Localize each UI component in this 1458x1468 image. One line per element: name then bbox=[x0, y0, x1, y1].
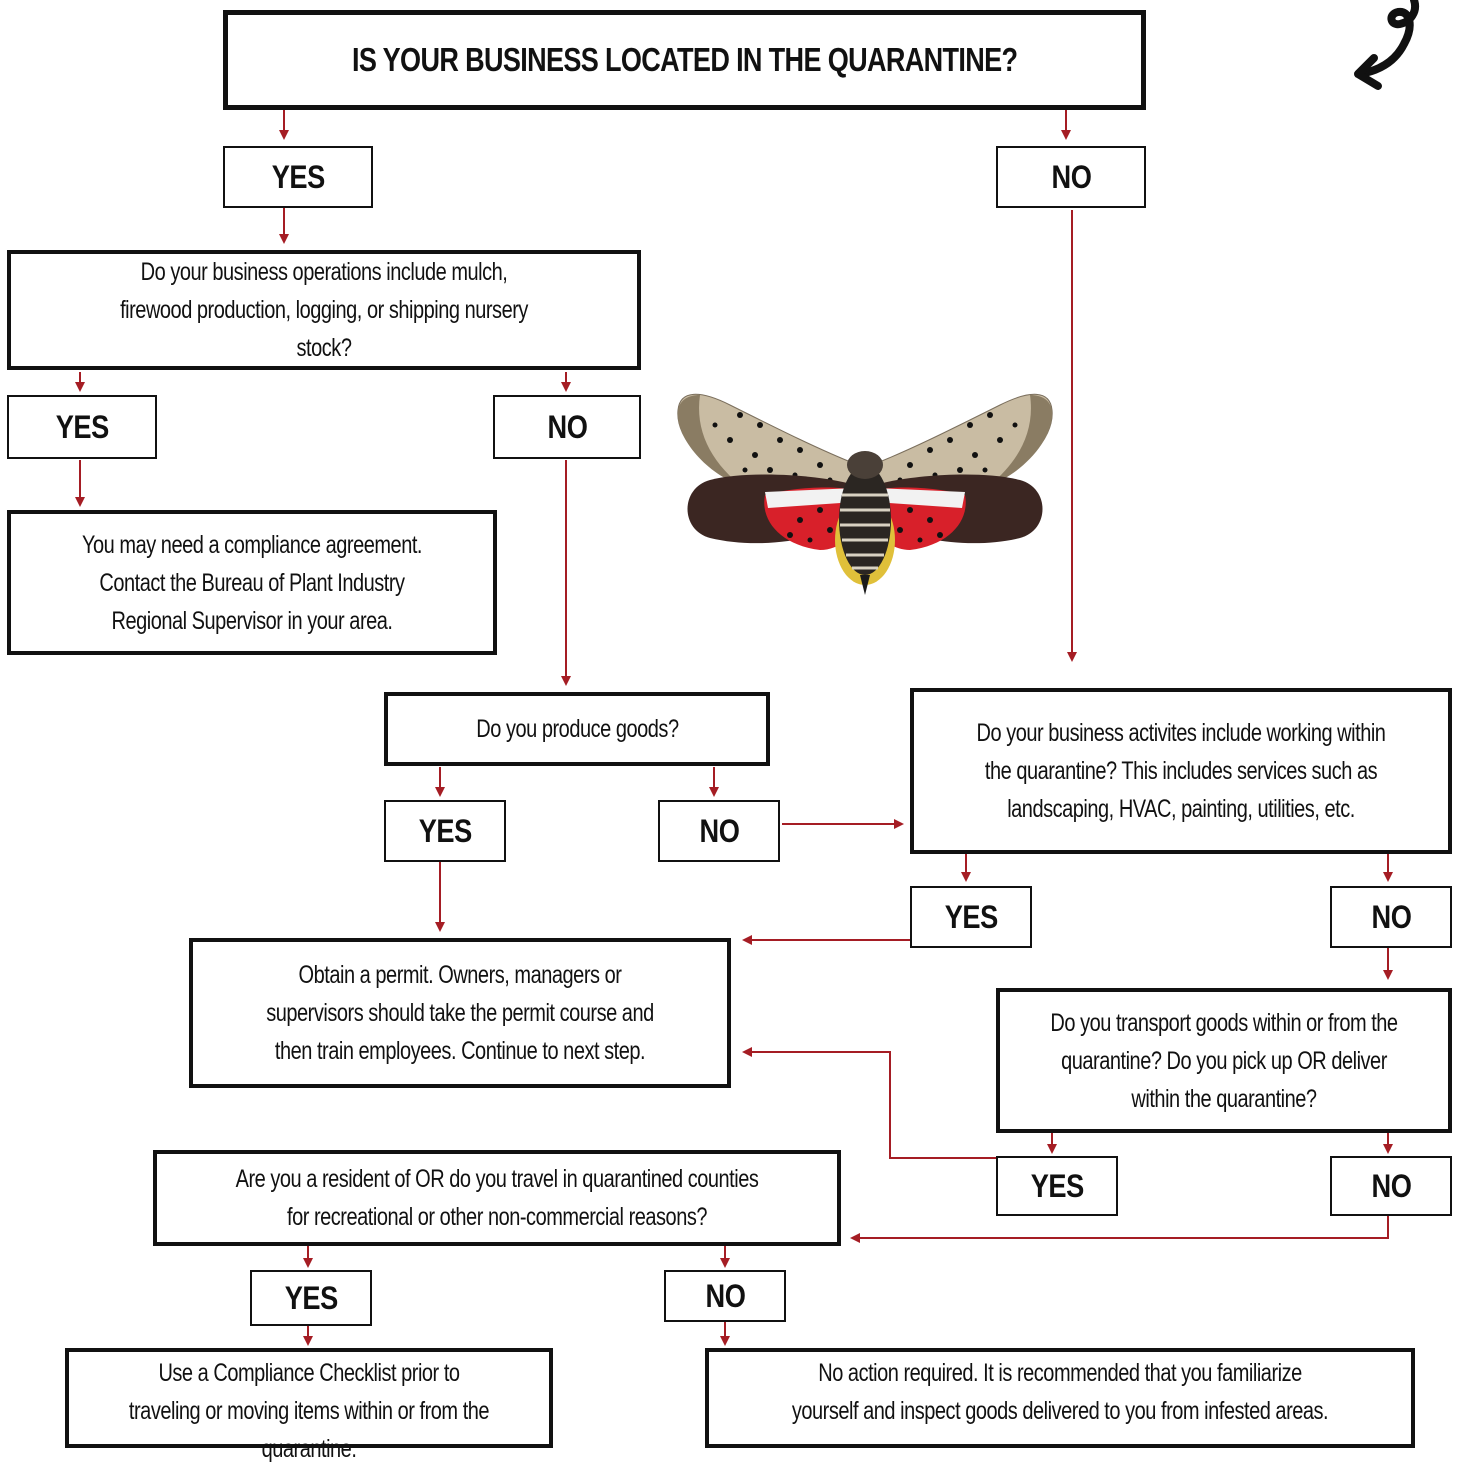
flow-connectors bbox=[75, 110, 1393, 1346]
no-box-1: NO bbox=[996, 146, 1146, 208]
no-box-3: NO bbox=[658, 800, 780, 862]
no-box-4: NO bbox=[1330, 886, 1452, 948]
produce-goods-box: Do you produce goods? bbox=[384, 692, 770, 766]
arrow-no-resident bbox=[850, 1216, 1389, 1243]
checklist-text: Use a Compliance Checklist prior to trav… bbox=[128, 1359, 490, 1463]
no-box-6: NO bbox=[664, 1270, 786, 1322]
yes-box-5: YES bbox=[996, 1156, 1118, 1216]
no-box-2: NO bbox=[493, 395, 641, 459]
no-action-text: No action required. It is recommended th… bbox=[791, 1359, 1329, 1425]
yes-box-2: YES bbox=[7, 395, 157, 459]
transport-question-box: Do you transport goods within or from th… bbox=[996, 988, 1452, 1133]
yes-box-3: YES bbox=[384, 800, 506, 862]
produce-goods-text: Do you produce goods? bbox=[475, 715, 679, 743]
activities-question-box: Do your business activites include worki… bbox=[910, 688, 1452, 854]
operations-question-text: Do your business operations include mulc… bbox=[120, 258, 528, 362]
yes-box-4: YES bbox=[910, 886, 1032, 948]
yes-box-1: YES bbox=[223, 146, 373, 208]
compliance-agreement-box: You may need a compliance agreement. Con… bbox=[7, 510, 497, 655]
checklist-box: Use a Compliance Checklist prior to trav… bbox=[65, 1348, 553, 1463]
curled-arrow-icon bbox=[1354, 0, 1419, 90]
yes-box-6: YES bbox=[250, 1270, 372, 1326]
permit-text: Obtain a permit. Owners, managers or sup… bbox=[266, 961, 654, 1065]
no-action-box: No action required. It is recommended th… bbox=[705, 1348, 1415, 1448]
arrow-transport-yes-permit bbox=[742, 1047, 996, 1159]
permit-box: Obtain a permit. Owners, managers or sup… bbox=[189, 938, 731, 1088]
activities-question-text: Do your business activites include worki… bbox=[976, 719, 1386, 823]
spotted-lanternfly-image bbox=[677, 393, 1053, 595]
no-box-5: NO bbox=[1330, 1156, 1452, 1216]
transport-question-text: Do you transport goods within or from th… bbox=[1050, 1008, 1398, 1113]
operations-question-box: Do your business operations include mulc… bbox=[7, 250, 641, 370]
compliance-agreement-text: You may need a compliance agreement. Con… bbox=[82, 530, 422, 635]
resident-question-text: Are you a resident of OR do you travel i… bbox=[235, 1165, 759, 1231]
title-text: IS YOUR BUSINESS LOCATED IN THE QUARANTI… bbox=[351, 41, 1018, 78]
title-question-box: IS YOUR BUSINESS LOCATED IN THE QUARANTI… bbox=[223, 10, 1146, 110]
resident-question-box: Are you a resident of OR do you travel i… bbox=[153, 1150, 841, 1246]
